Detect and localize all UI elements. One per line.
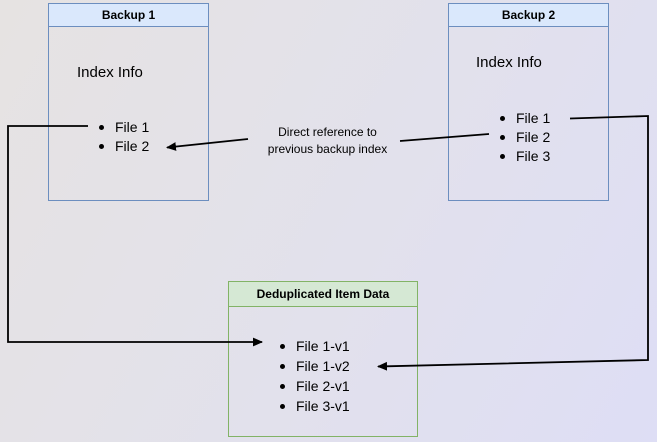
backup2-index-info-label: Index Info <box>476 54 542 71</box>
dedup-title: Deduplicated Item Data <box>256 287 390 301</box>
list-item: File 2 <box>500 128 550 147</box>
dedup-header: Deduplicated Item Data <box>229 282 417 307</box>
backup2-file-list: File 1 File 2 File 3 <box>500 109 550 166</box>
backup1-index-info-label: Index Info <box>77 64 143 81</box>
list-item: File 2-v1 <box>280 376 350 396</box>
annotation-line1: Direct reference to <box>278 125 377 139</box>
backup1-box: Backup 1 Index Info File 1 File 2 <box>48 3 209 201</box>
backup1-header: Backup 1 <box>49 4 208 27</box>
backup2-title: Backup 2 <box>501 8 556 22</box>
backup2-box: Backup 2 Index Info File 1 File 2 File 3 <box>448 3 609 201</box>
list-item: File 3 <box>500 147 550 166</box>
dedup-item-list: File 1-v1 File 1-v2 File 2-v1 File 3-v1 <box>280 336 350 416</box>
backup2-header: Backup 2 <box>449 4 608 27</box>
list-item: File 2 <box>99 137 149 156</box>
annotation-line2: previous backup index <box>267 142 388 156</box>
list-item: File 1-v2 <box>280 356 350 376</box>
annotation-direct-reference: Direct reference to previous backup inde… <box>240 124 415 158</box>
backup1-file-list: File 1 File 2 <box>99 118 149 156</box>
list-item: File 1 <box>99 118 149 137</box>
backup1-title: Backup 1 <box>101 8 156 22</box>
list-item: File 1-v1 <box>280 336 350 356</box>
dedup-box: Deduplicated Item Data File 1-v1 File 1-… <box>228 281 418 437</box>
list-item: File 1 <box>500 109 550 128</box>
list-item: File 3-v1 <box>280 396 350 416</box>
